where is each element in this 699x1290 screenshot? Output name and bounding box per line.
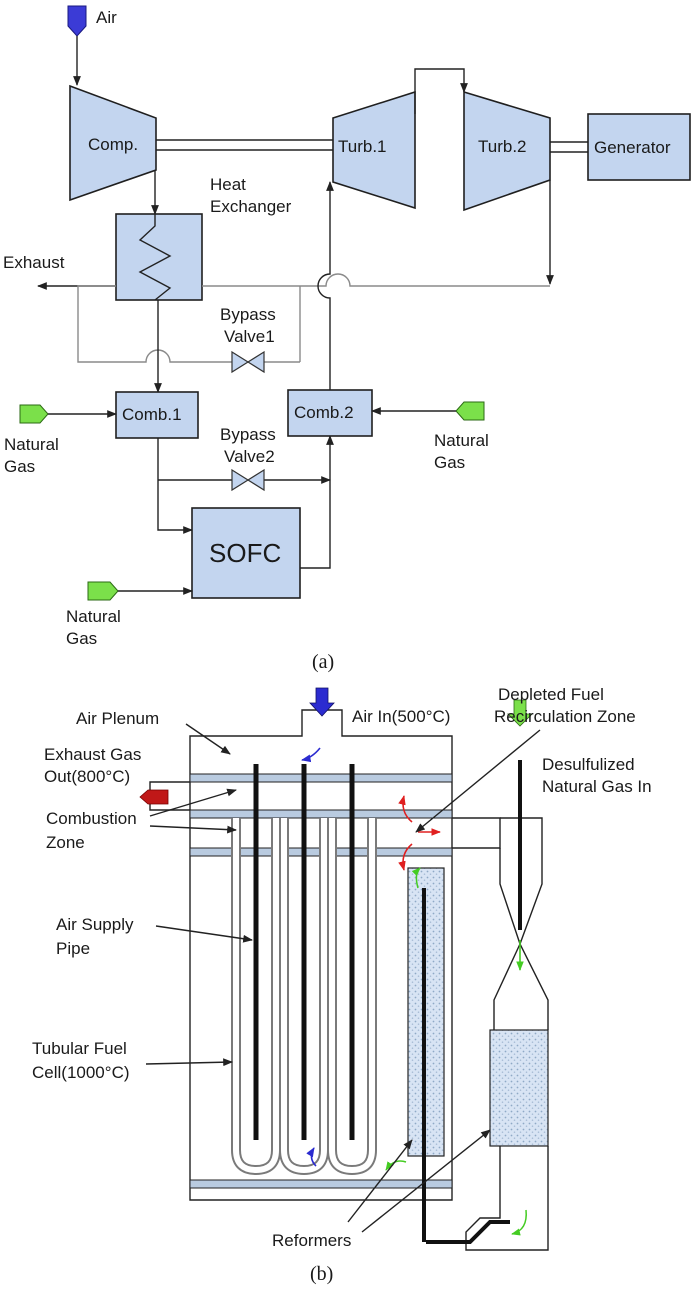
compressor-shape (69, 84, 157, 202)
top-plate (189, 773, 453, 783)
natural-gas-right-label-2: Gas (434, 453, 465, 472)
reformer-leader-1 (347, 1139, 413, 1223)
bypass-valve2-label-2: Valve2 (224, 447, 275, 466)
diagram-a: Air Comp. Turb.1 Turb.2 Generator Heat E… (3, 5, 691, 673)
air-supply-pipe-label-1: Air Supply (56, 915, 134, 934)
tubular-fuel-cell-label-1: Tubular Fuel (32, 1039, 127, 1058)
venturi-outline (500, 817, 549, 1030)
combustion-zone-label-1: Combustion (46, 809, 137, 828)
air-in-arrow-icon (309, 687, 335, 717)
air-supply-pipe-label-2: Pipe (56, 939, 90, 958)
natural-gas-bottom-label-1: Natural (66, 607, 121, 626)
recirc-arc-upper (398, 795, 413, 823)
natural-gas-right-icon (455, 401, 485, 421)
turb1-to-turb2-line (414, 68, 468, 114)
external-reformer (489, 1029, 549, 1147)
caption-b: (b) (310, 1263, 333, 1285)
bypass-valve1-label-2: Valve1 (224, 327, 275, 346)
venturi-outline-left (493, 848, 521, 1030)
air-supply-pipe-leader (155, 925, 253, 943)
comb2-label: Comb.2 (294, 403, 354, 422)
fuel-cell-tube-2-inner (281, 818, 327, 1174)
reformers-label: Reformers (272, 1231, 351, 1250)
reformer-outlet-duct (465, 1146, 549, 1251)
heat-exchanger-box (115, 213, 203, 301)
bypass-valve1-icon (231, 350, 250, 374)
combustion-leader-2 (149, 825, 237, 834)
natural-gas-left-label-1: Natural (4, 435, 59, 454)
natural-gas-left-label-2: Gas (4, 457, 35, 476)
exhaust-arrow-icon (139, 789, 169, 805)
recirc-arc-lower (398, 843, 413, 871)
comb1-to-sofc-line (157, 438, 193, 534)
turbine2-label: Turb.2 (478, 137, 527, 156)
bypass1-line (77, 285, 232, 363)
generator-box (587, 113, 691, 181)
turbine1-shape (332, 90, 416, 210)
reformer-leader-2 (361, 1129, 491, 1233)
combustion-zone-label-2: Zone (46, 833, 85, 852)
caption-a: (a) (312, 651, 334, 673)
exhaust-gas-label-1: Exhaust Gas (44, 745, 141, 764)
natural-gas-left-icon (19, 404, 49, 424)
generator-label: Generator (594, 138, 671, 157)
exhaust-return-line (202, 273, 550, 287)
bottom-plate (189, 1179, 453, 1189)
natural-gas-bottom-label-2: Gas (66, 629, 97, 648)
fuel-cell-tube-3-inner (329, 818, 375, 1174)
combustion-leader-1 (149, 788, 237, 817)
comb1-box (115, 391, 199, 439)
air-swirl-arrow (301, 747, 321, 763)
air-label: Air (96, 8, 117, 27)
natural-gas-right-label-1: Natural (434, 431, 489, 450)
reformer-top-arrow (411, 867, 421, 889)
sofc-label: SOFC (209, 538, 281, 568)
outlet-flow-arrow (511, 1209, 527, 1236)
compressor-label: Comp. (88, 135, 138, 154)
air-inlet-icon (67, 5, 87, 37)
mid-plate-1 (189, 809, 453, 819)
comb2-box (287, 389, 373, 437)
bypass-valve2-label-1: Bypass (220, 425, 276, 444)
depleted-fuel-leader (415, 729, 541, 833)
exhaust-label: Exhaust (3, 253, 65, 272)
exhaust-gas-label-2: Out(800°C) (44, 767, 130, 786)
bypass-valve2-icon-half (246, 468, 265, 492)
bypass-valve1-label-1: Bypass (220, 305, 276, 324)
desulfurized-label-2: Natural Gas In (542, 777, 652, 796)
reformer-link-pipe (426, 1220, 510, 1244)
desulfurized-label-1: Desulfulized (542, 755, 635, 774)
air-return-arrow (306, 1147, 317, 1167)
heat-exchanger-label-1: Heat (210, 175, 246, 194)
comb1-label: Comb.1 (122, 405, 182, 424)
comb2-to-turb1-line (317, 181, 334, 390)
turbine1-label: Turb.1 (338, 137, 387, 156)
air-plenum-label: Air Plenum (76, 709, 159, 728)
recirculation-duct (452, 817, 501, 849)
heat-exchanger-label-2: Exchanger (210, 197, 292, 216)
air-in-label: Air In(500°C) (352, 707, 450, 726)
air-plenum-leader (185, 723, 231, 755)
diagram-b: Air Plenum Air In(500°C) Depleted Fuel R… (32, 685, 652, 1285)
sofc-to-comb2-line (300, 435, 334, 569)
tubular-fuel-cell-label-2: Cell(1000°C) (32, 1063, 130, 1082)
bypass-valve1-icon-half (246, 350, 265, 374)
natural-gas-in-arrow-icon (507, 699, 533, 727)
depleted-fuel-label-2: Recirculation Zone (494, 707, 636, 726)
depleted-fuel-label-1: Depleted Fuel (498, 685, 604, 704)
vessel-outline (189, 709, 453, 1201)
tubular-fuel-cell-leader (145, 1058, 233, 1067)
bypass-valve2-icon (231, 468, 250, 492)
heat-exchanger-coil (138, 214, 172, 301)
sofc-box (191, 507, 301, 599)
fuel-cell-tube-1-inner (233, 818, 279, 1174)
natural-gas-bottom-icon (87, 581, 119, 601)
